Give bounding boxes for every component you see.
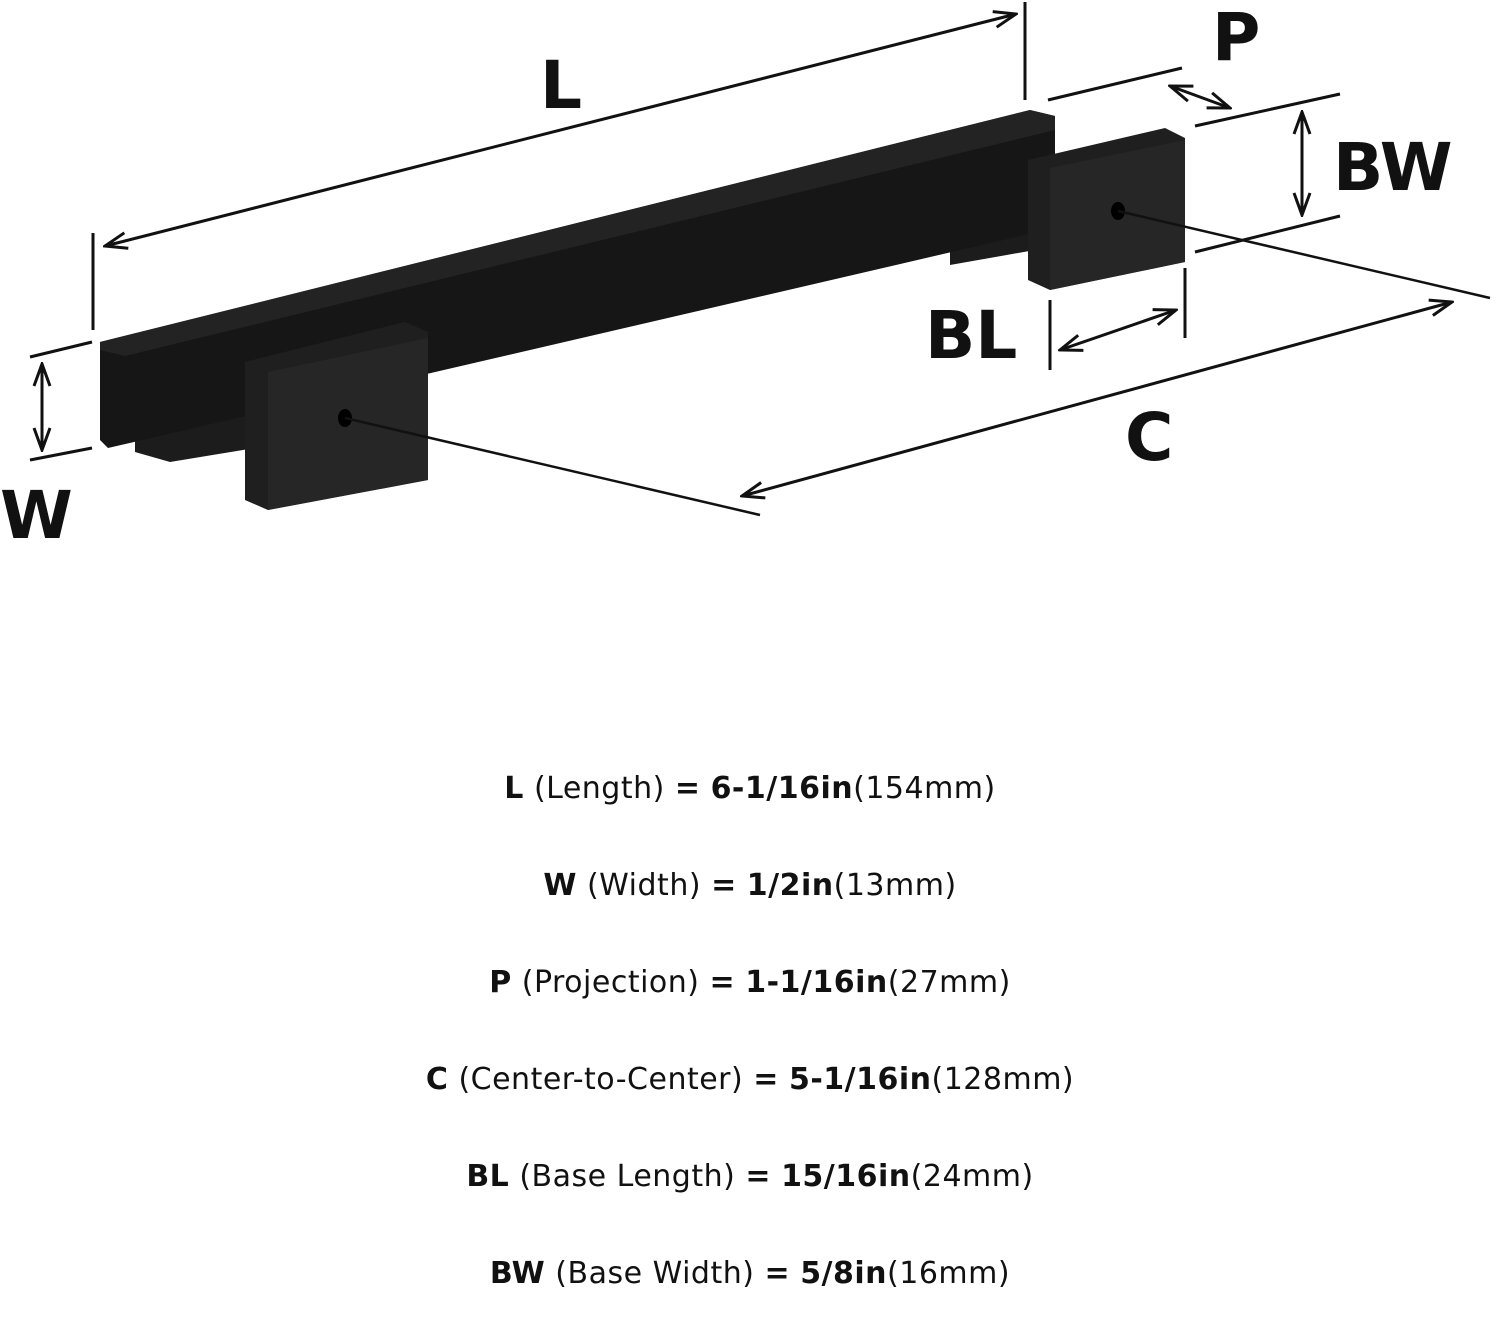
spec-projection: P (Projection) = 1-1/16in(27mm) [0, 934, 1500, 1031]
spec-metric-value: (154mm) [853, 771, 996, 806]
spec-imperial-value: 15/16in [781, 1159, 911, 1194]
label-length: L [540, 47, 582, 124]
label-center-to-center: C [1125, 399, 1173, 476]
spec-name: (Center-to-Center) [458, 1062, 744, 1097]
spec-width: W (Width) = 1/2in(13mm) [0, 837, 1500, 934]
spec-abbr: P [489, 965, 512, 1000]
label-base-length: BL [925, 297, 1017, 374]
spec-center-to-center: C (Center-to-Center) = 5-1/16in(128mm) [0, 1031, 1500, 1128]
spec-abbr: W [543, 868, 577, 903]
spec-equals: = [709, 965, 736, 1000]
spec-equals: = [711, 868, 737, 903]
spec-metric-value: (16mm) [887, 1256, 1011, 1291]
label-width: W [0, 477, 73, 554]
label-projection: P [1212, 0, 1260, 76]
spec-name: (Projection) [521, 965, 700, 1000]
width-extension-top [29, 340, 93, 359]
spec-equals: = [764, 1256, 791, 1291]
handle-dimension-diagram: L P BW BL C W [0, 0, 1491, 554]
spec-name: (Length) [533, 771, 665, 806]
spec-metric-value: (27mm) [887, 965, 1011, 1000]
length-dimension-arrow [105, 14, 1016, 246]
spec-name: (Base Width) [555, 1256, 755, 1291]
projection-dimension-arrow [1170, 86, 1230, 108]
label-base-width: BW [1333, 129, 1453, 206]
spec-abbr: BL [466, 1159, 510, 1194]
spec-abbr: L [504, 771, 524, 806]
spec-imperial-value: 6-1/16in [710, 771, 854, 806]
left-base-block [245, 322, 428, 510]
spec-imperial-value: 5/8in [800, 1256, 888, 1291]
width-extension-bottom [29, 446, 93, 462]
center-line-left [344, 416, 761, 517]
spec-equals: = [753, 1062, 779, 1097]
right-base-block [1028, 128, 1185, 290]
center-to-center-dimension-arrow [742, 302, 1452, 496]
base-width-extension-top [1194, 92, 1341, 128]
spec-equals: = [745, 1159, 772, 1194]
base-width-extension-bottom [1194, 214, 1341, 254]
spec-name: (Width) [586, 868, 702, 903]
spec-base-length: BL (Base Length) = 15/16in(24mm) [0, 1128, 1500, 1225]
spec-abbr: C [425, 1062, 449, 1097]
spec-imperial-value: 1/2in [746, 868, 834, 903]
spec-base-width: BW (Base Width) = 5/8in(16mm) [0, 1225, 1500, 1322]
spec-imperial-value: 5-1/16in [788, 1062, 932, 1097]
projection-extension-top [1047, 66, 1183, 102]
dimension-lines [29, 2, 1491, 517]
spec-imperial-value: 1-1/16in [745, 965, 888, 1000]
spec-metric-value: (128mm) [931, 1062, 1075, 1097]
cabinet-pull-handle [100, 110, 1185, 510]
spec-metric-value: (13mm) [833, 868, 957, 903]
spec-name: (Base Length) [519, 1159, 736, 1194]
spec-equals: = [674, 771, 701, 806]
spec-metric-value: (24mm) [910, 1159, 1034, 1194]
spec-abbr: BW [489, 1256, 546, 1291]
center-line-right [1117, 209, 1491, 300]
dimension-spec-list: L (Length) = 6-1/16in(154mm) W (Width) =… [0, 740, 1500, 1322]
spec-length: L (Length) = 6-1/16in(154mm) [0, 740, 1500, 837]
base-length-dimension-arrow [1060, 310, 1176, 350]
